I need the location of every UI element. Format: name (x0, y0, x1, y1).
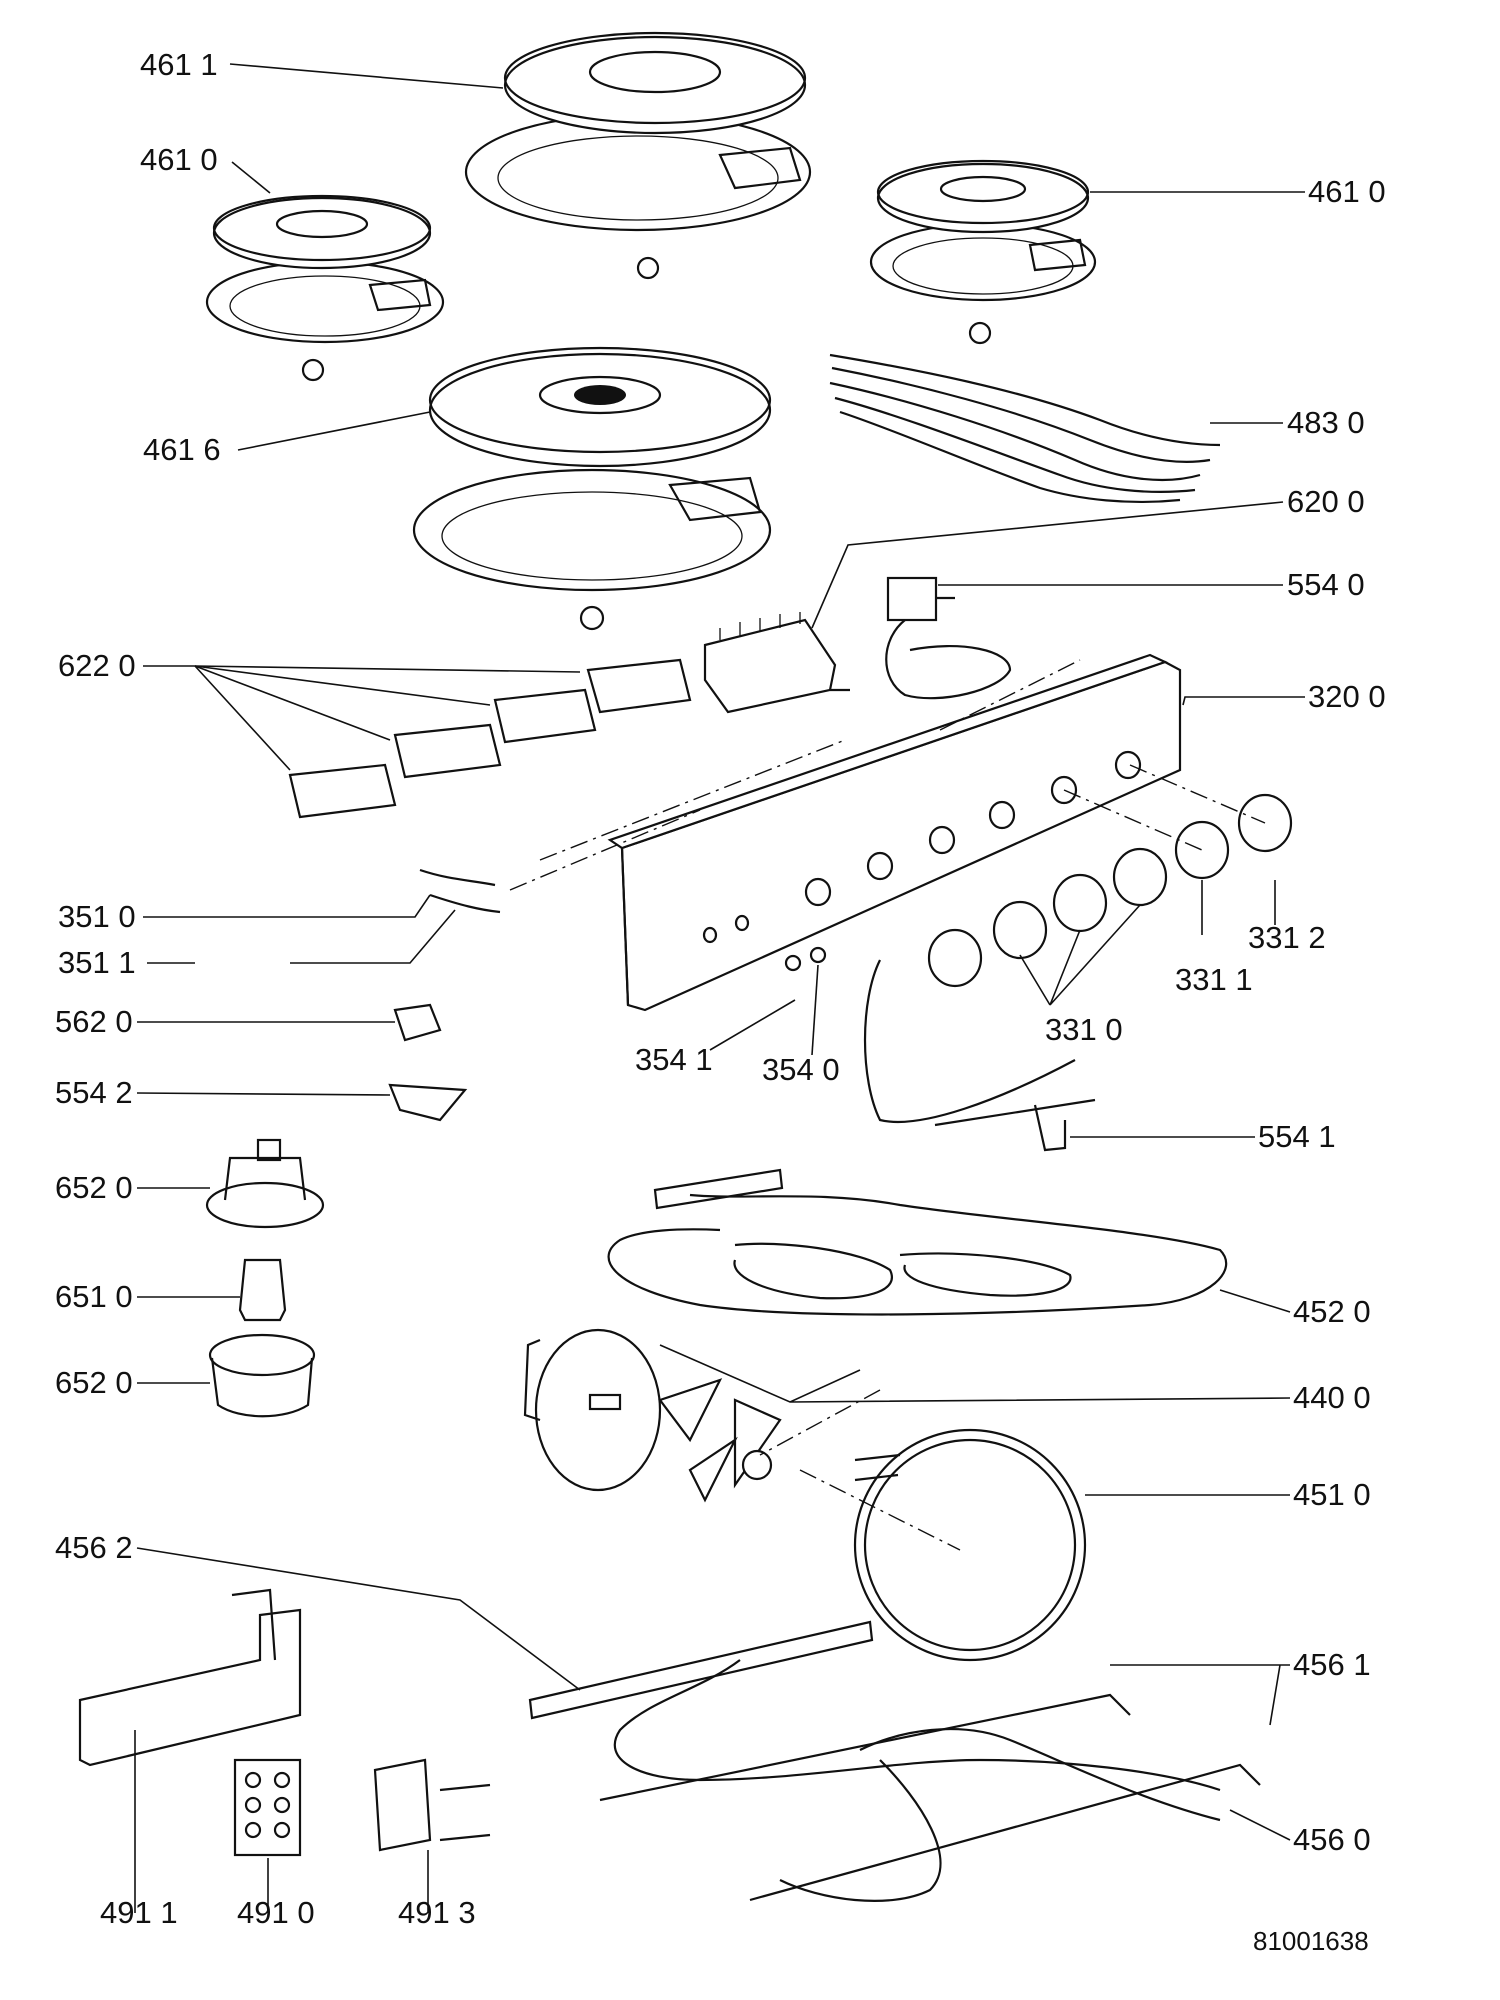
label-331-0: 331 0 (1045, 1012, 1123, 1047)
label-554-2: 554 2 (55, 1075, 133, 1110)
drawing-number: 81001638 (1253, 1926, 1369, 1956)
hotplate-461-0-right (869, 159, 1097, 345)
label-652-0-bottom: 652 0 (55, 1365, 133, 1400)
label-461-0-left: 461 0 (140, 142, 218, 177)
grill-element-452-0 (607, 1168, 1228, 1316)
label-440-0: 440 0 (1293, 1380, 1371, 1415)
part-562-0 (393, 1003, 442, 1042)
switches-622-0 (288, 658, 692, 819)
label-354-0: 354 0 (762, 1052, 840, 1087)
label-491-1: 491 1 (100, 1895, 178, 1930)
part-554-2 (388, 1083, 468, 1122)
hotplate-461-1 (464, 31, 812, 280)
leads-351 (419, 868, 501, 914)
lamp-holder-652-0-top (205, 1138, 325, 1229)
clamp-491-3 (373, 1758, 491, 1852)
label-452-0: 452 0 (1293, 1294, 1371, 1329)
label-652-0-top: 652 0 (55, 1170, 133, 1205)
terminal-block-491-0 (233, 1758, 302, 1857)
label-554-0: 554 0 (1287, 567, 1365, 602)
label-461-6: 461 6 (143, 432, 221, 467)
part-labels: 461 1 461 0 461 0 461 6 483 0 620 0 554 … (55, 47, 1386, 1956)
label-483-0: 483 0 (1287, 405, 1365, 440)
label-456-2: 456 2 (55, 1530, 133, 1565)
hotplate-461-0-left (205, 194, 445, 382)
lamp-bulb-651-0 (238, 1258, 287, 1322)
label-331-2: 331 2 (1248, 920, 1326, 955)
label-491-3: 491 3 (398, 1895, 476, 1930)
bracket-491-1 (78, 1588, 302, 1767)
wiring-harness-483-0 (829, 353, 1221, 504)
lower-element-456-1 (599, 1693, 1261, 1902)
label-354-1: 354 1 (635, 1042, 713, 1077)
label-554-1: 554 1 (1258, 1119, 1336, 1154)
label-651-0: 651 0 (55, 1279, 133, 1314)
label-620-0: 620 0 (1287, 484, 1365, 519)
switch-620-0 (703, 612, 850, 714)
fan-blade-440-0 (658, 1378, 782, 1503)
label-351-0: 351 0 (58, 899, 136, 934)
hotplate-461-6 (412, 346, 772, 631)
label-461-0-right: 461 0 (1308, 174, 1386, 209)
label-456-0: 456 0 (1293, 1822, 1371, 1857)
indicator-lamps-354 (784, 946, 827, 972)
label-331-1: 331 1 (1175, 962, 1253, 997)
label-456-1: 456 1 (1293, 1647, 1371, 1682)
label-461-1: 461 1 (140, 47, 218, 82)
label-622-0: 622 0 (58, 648, 136, 683)
label-491-0: 491 0 (237, 1895, 315, 1930)
thermostat-554-0 (885, 576, 1012, 700)
lower-element-bracket-456-2 (528, 1620, 874, 1720)
label-562-0: 562 0 (55, 1004, 133, 1039)
label-320-0: 320 0 (1308, 679, 1386, 714)
circular-element-451-0 (853, 1428, 1087, 1662)
label-451-0: 451 0 (1293, 1477, 1371, 1512)
oven-sensor-554-1 (863, 959, 1096, 1152)
lamp-cover-652-0-bottom (208, 1333, 316, 1418)
lower-element-456-0 (613, 1659, 1221, 1903)
label-351-1: 351 1 (58, 945, 136, 980)
fan-motor-440-0 (523, 1328, 662, 1492)
assembly-guide-lines (509, 659, 1266, 1551)
control-panel-320-0 (607, 653, 1182, 1012)
leader-lines (134, 63, 1305, 1913)
